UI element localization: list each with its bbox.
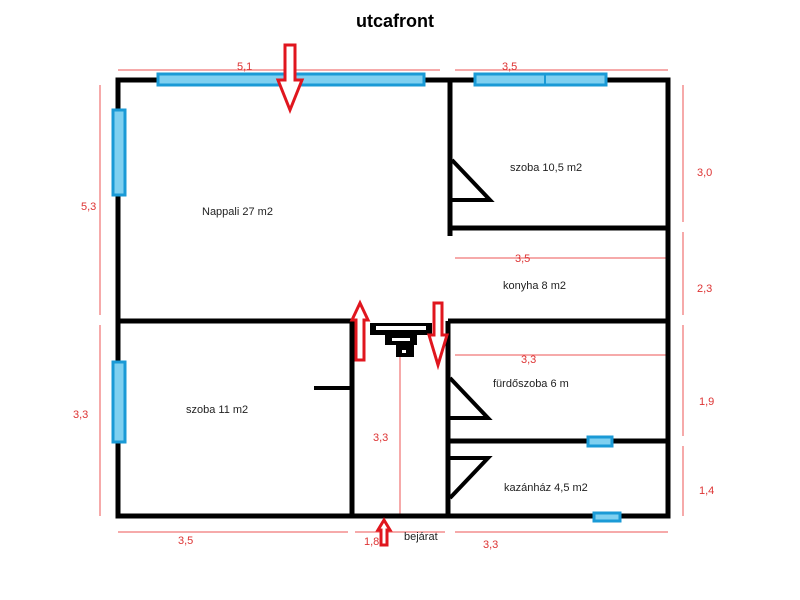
entrance-arrow-icon — [375, 517, 393, 547]
room-label-szoba2: szoba 11 m2 — [186, 404, 248, 416]
dim-left-lower: 3,3 — [73, 409, 88, 421]
door-swings — [314, 158, 495, 500]
dim-right-2: 2,3 — [697, 283, 712, 295]
arrow-down-street-icon — [275, 43, 305, 115]
chimney — [370, 323, 432, 357]
dim-top-right: 3,5 — [502, 61, 517, 73]
room-label-furdo: fürdőszoba 6 m — [493, 378, 569, 390]
title: utcafront — [356, 11, 434, 31]
windows — [111, 72, 622, 523]
dim-top-left: 5,1 — [237, 61, 252, 73]
entrance-label: bejárat — [404, 531, 438, 543]
arrows — [275, 43, 450, 547]
arrow-up-icon — [349, 299, 371, 362]
room-label-szoba1: szoba 10,5 m2 — [510, 162, 582, 174]
dim-left-upper: 5,3 — [81, 201, 96, 213]
dim-bottom-mid: 1,8 — [364, 536, 379, 548]
dim-right-1: 3,0 — [697, 167, 712, 179]
arrow-down-icon — [426, 301, 450, 371]
dim-bottom-right: 3,3 — [483, 539, 498, 551]
room-label-kazan: kazánház 4,5 m2 — [504, 482, 588, 494]
dim-right-3: 1,9 — [699, 396, 714, 408]
room-label-nappali: Nappali 27 m2 — [202, 206, 273, 218]
dim-right-4: 1,4 — [699, 485, 714, 497]
room-label-konyha: konyha 8 m2 — [503, 280, 566, 292]
dim-bath-width: 3,3 — [521, 354, 536, 366]
walls — [115, 77, 671, 519]
dim-bottom-left: 3,5 — [178, 535, 193, 547]
dim-hall-length: 3,3 — [373, 432, 388, 444]
dim-kitchen-width: 3,5 — [515, 253, 530, 265]
dimension-lines — [99, 69, 684, 533]
